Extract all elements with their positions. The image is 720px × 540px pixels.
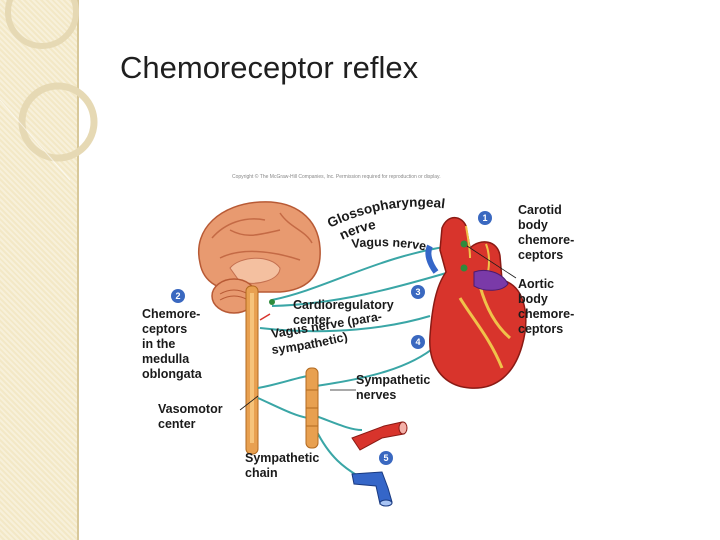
svg-text:ceptors: ceptors [518,248,563,262]
svg-text:Sympathetic: Sympathetic [245,451,319,465]
heart-body [429,216,527,389]
svg-text:5: 5 [383,453,388,463]
deco-line [0,99,71,181]
svg-text:body: body [518,292,548,306]
vein [351,471,393,507]
heart [425,216,527,389]
vagus-nerve-label: Vagus nerve [351,235,428,253]
svg-text:medulla: medulla [142,352,190,366]
vena-cava [425,244,439,274]
artery-lumen [398,421,408,435]
sympathetic-nerve-to-artery [315,415,363,431]
svg-text:Chemore-: Chemore- [142,307,200,321]
coronary-vessels [458,285,511,369]
artery-shape [351,421,405,451]
aortic-body-dot [460,264,468,272]
slide-title: Chemoreceptor reflex [120,50,419,85]
sidebar-edge [77,0,79,540]
sympathetic-nerve-to-vein [315,429,359,477]
step-1-badge: 1 [478,211,492,225]
corpus-callosum [229,257,281,284]
aortic-body-label: Aortic body chemore- ceptors [518,277,574,336]
parasympathetic-vagus-line [259,315,431,333]
svg-text:ceptors: ceptors [142,322,187,336]
pointer-line-red [259,313,271,321]
svg-text:in the: in the [142,337,175,351]
svg-text:4: 4 [415,337,420,347]
svg-text:3: 3 [415,287,420,297]
glossopharyngeal-nerve-line [271,243,465,301]
sympathetic-nerves-label: Sympathetic nerves [356,373,430,402]
medulla-dot [269,299,275,305]
vein-lumen [379,499,393,507]
vein-shape [351,471,393,505]
artery [351,421,408,451]
chemoreceptors-medulla-label: Chemore- ceptors in the medulla oblongat… [142,307,203,381]
deco-circle-top [5,0,79,49]
glossopharyngeal-label: Glossopharyngeal [325,195,446,231]
cardioregulatory-center-label: Cardioregulatory center [293,298,394,327]
sympathetic-nerve-to-heart [315,345,437,387]
svg-text:body: body [518,218,548,232]
svg-text:Carotid: Carotid [518,203,562,217]
carotid-body-dot [460,240,468,248]
vasomotor-center-label: Vasomotor center [158,402,223,431]
chain-segments [306,389,318,427]
deco-circle-middle [18,82,98,162]
svg-text:chain: chain [245,466,278,480]
sympathetic-line-upper [257,375,309,389]
svg-text:Sympathetic: Sympathetic [356,373,430,387]
svg-text:nerves: nerves [356,388,396,402]
svg-text:center: center [293,313,331,327]
svg-text:chemore-: chemore- [518,307,574,321]
decorative-circles [0,0,98,181]
step-2-badge: 2 [171,289,185,303]
step-5-badge: 5 [379,451,393,465]
sympathetic-line-lower [257,397,309,419]
svg-text:ceptors: ceptors [518,322,563,336]
svg-text:oblongata: oblongata [142,367,203,381]
carotid-body-label: Carotid body chemore- ceptors [518,203,574,262]
step-3-badge: 3 [411,285,425,299]
svg-text:Cardioregulatory: Cardioregulatory [293,298,394,312]
sympathetic-chain [305,367,319,449]
svg-text:chemore-: chemore- [518,233,574,247]
svg-text:Aortic: Aortic [518,277,554,291]
svg-text:2: 2 [175,291,180,301]
pointer-line-aortic [463,243,517,279]
chemoreceptor-diagram: Copyright © The McGraw-Hill Companies, I… [130,168,600,520]
diagram-svg: Copyright © The McGraw-Hill Companies, I… [142,173,574,507]
brain-folds [211,212,313,261]
step-4-badge: 4 [411,335,425,349]
pulmonary-trunk [473,270,509,291]
copyright-note: Copyright © The McGraw-Hill Companies, I… [232,173,441,180]
svg-text:Vasomotor: Vasomotor [158,402,223,416]
leader-vasomotor [239,395,259,411]
svg-text:1: 1 [482,213,487,223]
brain [197,201,321,314]
svg-text:center: center [158,417,196,431]
spinal-cord-center [250,293,254,443]
sympathetic-chain-label: Sympathetic chain [245,451,319,480]
